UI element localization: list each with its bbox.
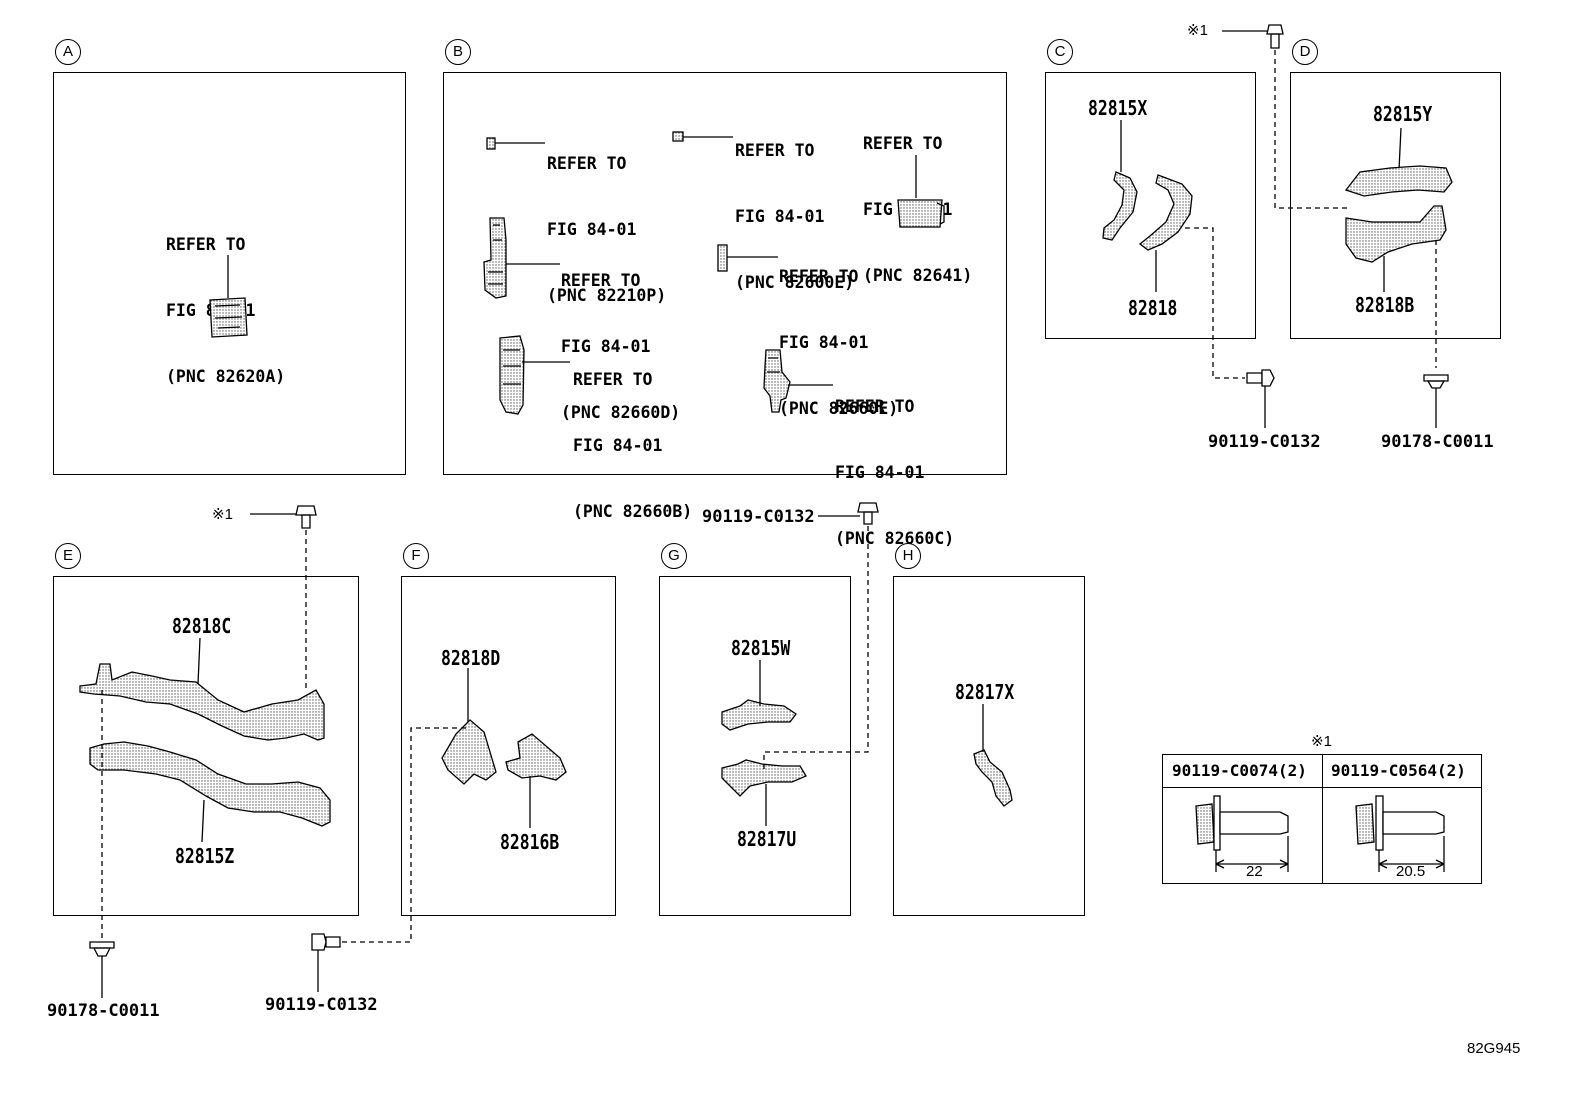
ref-line: REFER TO [166, 235, 246, 254]
panel-letter-g: G [661, 543, 687, 569]
note-table-dimension-2: 20.5 [1396, 863, 1426, 880]
note-table-part-2: 90119-C0564(2) [1331, 761, 1466, 780]
ref-line: FIG 84-01 [573, 436, 663, 455]
ref-line: (PNC 82641) [863, 266, 973, 285]
panel-letter-e: E [55, 543, 81, 569]
panel-letter-b: B [445, 39, 471, 65]
connector-82210p-icon [486, 137, 545, 150]
part-label-82818d: 82818D [441, 646, 501, 670]
panel-h [893, 576, 1085, 916]
panel-g [659, 576, 851, 916]
bolt-90119-c0132-g-icon [763, 502, 879, 770]
bolt-90119-c0074-icon [1195, 795, 1289, 872]
panel-letter-f: F [403, 543, 429, 569]
ref-line: REFER TO [561, 271, 641, 290]
part-label-82816b: 82816B [500, 830, 560, 854]
ref-line: (PNC 82660E) [779, 399, 899, 418]
module-82641-icon [897, 155, 945, 228]
bracket-82818b-icon [1345, 205, 1447, 292]
connector-82660d-icon [483, 217, 560, 299]
note-table-part-1: 90119-C0074(2) [1172, 761, 1307, 780]
ref-line: FIG 84-01 [835, 463, 925, 482]
bracket-82818-icon [1138, 174, 1193, 292]
ref-line: FIG 84-01 [561, 337, 651, 356]
ref-line: (PNC 82210P) [547, 286, 667, 305]
panel-b-ref-82600e: REFER TO FIG 84-01 (PNC 82600E) [735, 96, 854, 316]
connector-82660b-icon [499, 335, 570, 415]
part-label-82815y: 82815Y [1373, 102, 1433, 126]
bracket-82818c-icon [79, 637, 325, 741]
connector-82660e-icon [717, 244, 778, 272]
ref-line: (PNC 82660D) [561, 403, 681, 422]
ref-line: (PNC 82600E) [735, 273, 855, 292]
bracket-82817x-icon [973, 704, 1013, 807]
bolt-note1-d-icon [1222, 24, 1348, 209]
bracket-82815w-icon [721, 660, 797, 731]
panel-b-ref-82660d: REFER TO FIG 84-01 (PNC 82660D) [561, 226, 680, 446]
note-table-dimension-1: 22 [1246, 863, 1263, 880]
fastener-label-e-clip: 90178-C0011 [47, 1001, 160, 1021]
connector-82600e-icon [672, 131, 733, 142]
bolt-90119-c0564-icon [1355, 795, 1445, 872]
connector-82660c-icon [763, 349, 833, 413]
figure-id: 82G945 [1467, 1040, 1521, 1057]
panel-b [443, 72, 1007, 475]
bracket-82815y-icon [1344, 127, 1453, 197]
note-table-mark: ※1 [1311, 733, 1332, 750]
panel-a [53, 72, 406, 475]
bracket-82818d-icon [441, 668, 497, 785]
note-mark-e: ※1 [212, 506, 233, 523]
ref-line: REFER TO [547, 154, 627, 173]
panel-d [1290, 72, 1501, 339]
panel-b-ref-82660e: REFER TO FIG 84-01 (PNC 82660E) [779, 222, 898, 442]
ref-line: FIG 84-01 [779, 333, 869, 352]
connector-82620a-icon [209, 255, 248, 338]
clip-90178-c0011-d-icon [1423, 240, 1449, 428]
bolt-90119-c0132-c-icon [1185, 227, 1275, 428]
fastener-label-c-bolt: 90119-C0132 [1208, 432, 1321, 452]
panel-f [401, 576, 616, 916]
ref-line: (PNC 82660B) [573, 502, 693, 521]
fastener-label-d-clip: 90178-C0011 [1381, 432, 1494, 452]
part-label-82815z: 82815Z [175, 844, 235, 868]
bolt-note1-e-icon [250, 505, 317, 690]
ref-line: FIG 84-01 [547, 220, 637, 239]
fastener-label-f-bolt: 90119-C0132 [265, 995, 378, 1015]
panel-letter-h: H [895, 543, 921, 569]
ref-line: REFER TO [735, 141, 815, 160]
bracket-82816b-icon [505, 733, 567, 828]
note-table: 90119-C0074(2) 90119-C0564(2) 22 20.5 [1162, 754, 1482, 884]
ref-line: (PNC 82660C) [835, 529, 955, 548]
bracket-82815z-icon [89, 741, 331, 843]
fastener-label-g-bolt: 90119-C0132 [702, 507, 815, 527]
ref-line: REFER TO [779, 267, 859, 286]
part-label-82817u: 82817U [737, 827, 797, 851]
ref-line: REFER TO [573, 370, 653, 389]
panel-c [1045, 72, 1256, 339]
bolt-90119-c0132-f-icon [311, 727, 466, 992]
note-mark-d: ※1 [1187, 22, 1208, 39]
ref-line: (PNC 82620A) [166, 367, 286, 386]
ref-line: REFER TO [835, 397, 915, 416]
panel-letter-a: A [55, 39, 81, 65]
part-label-82818c: 82818C [172, 614, 232, 638]
panel-b-ref-82210p: REFER TO FIG 84-01 (PNC 82210P) [547, 109, 666, 329]
part-label-82818: 82818 [1128, 296, 1178, 320]
part-label-82815w: 82815W [731, 636, 791, 660]
part-label-82817x: 82817X [955, 680, 1015, 704]
bracket-82815x-icon [1102, 120, 1138, 241]
panel-letter-c: C [1047, 39, 1073, 65]
ref-line: REFER TO [863, 134, 943, 153]
part-label-82815x: 82815X [1088, 96, 1148, 120]
panel-b-ref-82660c: REFER TO FIG 84-01 (PNC 82660C) [835, 352, 954, 572]
bracket-82817u-icon [721, 759, 807, 826]
panel-b-ref-82660b: REFER TO FIG 84-01 (PNC 82660B) [573, 325, 692, 545]
ref-line: FIG 84-01 [735, 207, 825, 226]
clip-90178-c0011-e-icon [89, 690, 115, 998]
part-label-82818b: 82818B [1355, 293, 1415, 317]
panel-letter-d: D [1292, 39, 1318, 65]
